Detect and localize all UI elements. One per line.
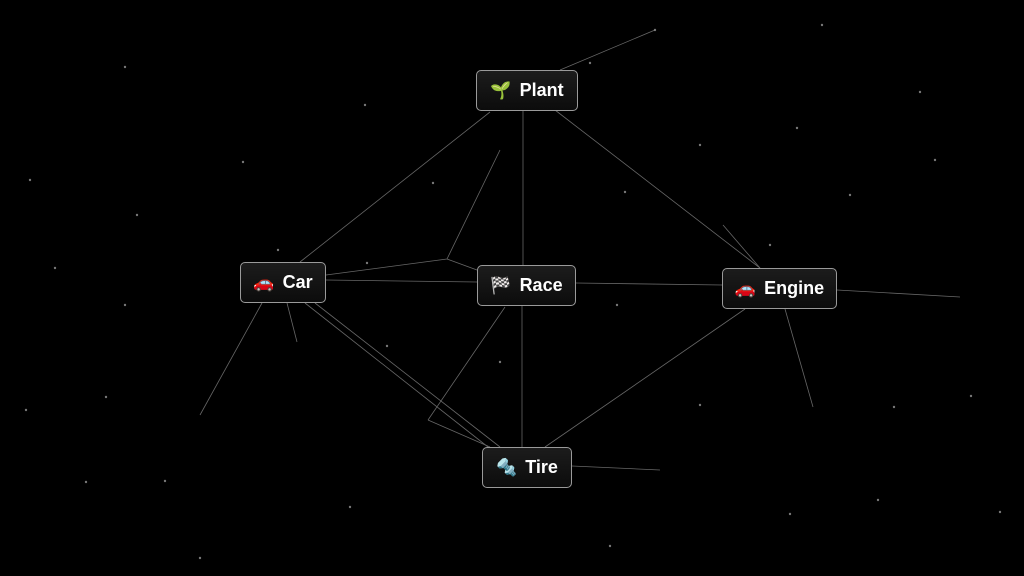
star: [498, 360, 502, 364]
car-icon: 🚗: [734, 278, 757, 298]
star: [768, 243, 772, 247]
edge-race-out: [427, 306, 506, 421]
edge-tire-out: [571, 465, 661, 471]
car-icon: 🚗: [253, 272, 275, 292]
node-plant[interactable]: 🌱 Plant: [476, 70, 578, 111]
star: [892, 405, 896, 409]
star: [28, 178, 32, 182]
star: [348, 505, 352, 509]
star: [241, 160, 245, 164]
edge-car-tire: [314, 302, 501, 448]
seedling-icon: 🌱: [490, 80, 512, 100]
star: [363, 103, 367, 107]
node-tire[interactable]: 🔩 Tire: [482, 447, 572, 488]
edge-race-out-2: [446, 258, 478, 271]
star: [276, 248, 280, 252]
star: [24, 408, 28, 412]
edge-plant-car: [299, 111, 491, 263]
star: [788, 512, 792, 516]
edge-car-out: [199, 302, 263, 416]
star: [698, 143, 702, 147]
star: [84, 480, 88, 484]
star: [615, 303, 619, 307]
edge-engine-out-3: [722, 224, 761, 269]
star: [123, 303, 127, 307]
star: [820, 23, 824, 27]
edge-engine-tire: [544, 308, 746, 448]
edge-car-race: [325, 279, 478, 283]
node-car[interactable]: 🚗 Car: [240, 262, 326, 303]
edge-car-out-2: [286, 302, 298, 343]
node-label: Engine: [764, 278, 825, 298]
star: [876, 498, 880, 502]
edge-engine-out: [784, 308, 814, 408]
star: [608, 544, 612, 548]
edge-car-tire-2: [304, 302, 489, 448]
star: [588, 61, 592, 65]
star: [623, 190, 627, 194]
star: [998, 510, 1002, 514]
star-field: [24, 23, 1002, 560]
star: [198, 556, 202, 560]
node-label: Tire: [525, 457, 558, 477]
star: [123, 65, 127, 69]
star: [698, 403, 702, 407]
star: [135, 213, 139, 217]
star: [918, 90, 922, 94]
star: [365, 261, 369, 265]
edge-plant-engine: [554, 109, 761, 269]
star: [53, 266, 57, 270]
star: [933, 158, 937, 162]
edge-mid: [446, 149, 501, 260]
star: [848, 193, 852, 197]
nut-and-bolt-icon: 🔩: [496, 457, 518, 477]
node-engine[interactable]: 🚗 Engine: [722, 268, 837, 309]
edge-race-engine: [575, 282, 723, 286]
edge-engine-out-2: [836, 289, 961, 298]
edge-plant-out: [559, 29, 656, 71]
edge-out-tire: [427, 419, 491, 448]
node-race[interactable]: 🏁 Race: [477, 265, 576, 306]
checkered-flag-icon: 🏁: [490, 275, 512, 295]
node-label: Car: [282, 272, 313, 292]
node-label: Plant: [519, 80, 564, 100]
star: [385, 344, 389, 348]
edge-car-race-2: [325, 258, 448, 276]
star: [163, 479, 167, 483]
star: [795, 126, 799, 130]
star: [104, 395, 108, 399]
node-label: Race: [519, 275, 563, 295]
star: [969, 394, 973, 398]
connection-lines: [199, 29, 961, 471]
star: [431, 181, 435, 185]
